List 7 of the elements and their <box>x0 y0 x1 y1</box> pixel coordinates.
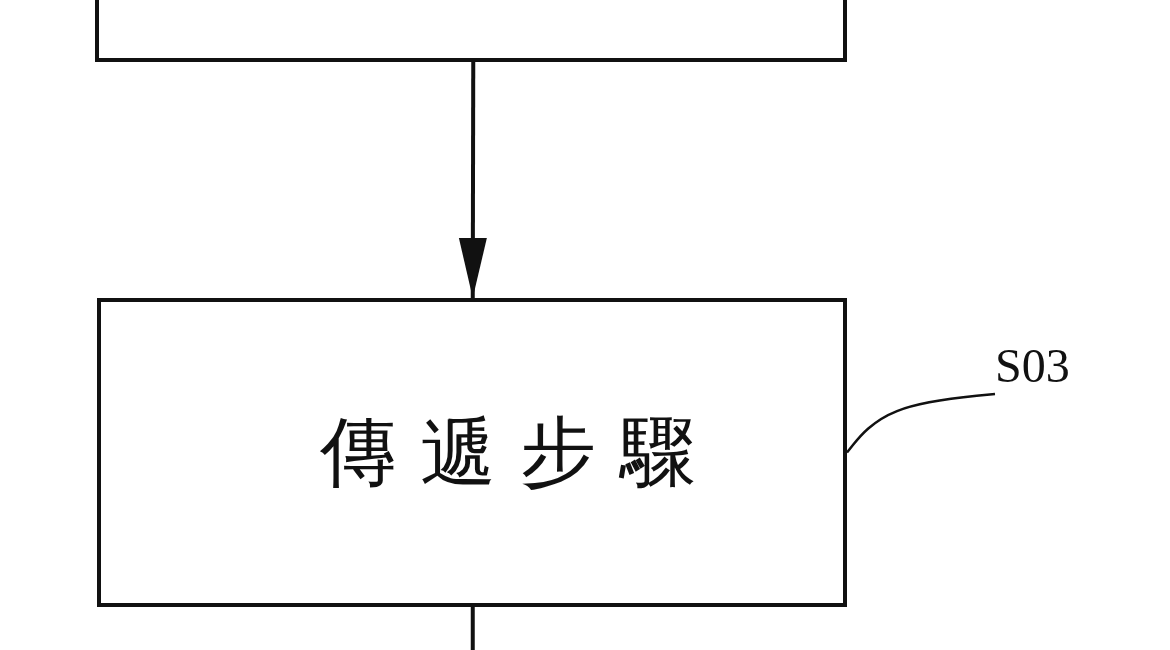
step-label: 傳遞步驟 <box>320 414 720 490</box>
leader-line <box>846 392 996 454</box>
reference-numeral: S03 <box>995 342 1070 394</box>
connector-line <box>470 607 475 650</box>
process-box <box>97 298 847 607</box>
process-box <box>95 0 847 62</box>
arrow <box>458 62 487 298</box>
